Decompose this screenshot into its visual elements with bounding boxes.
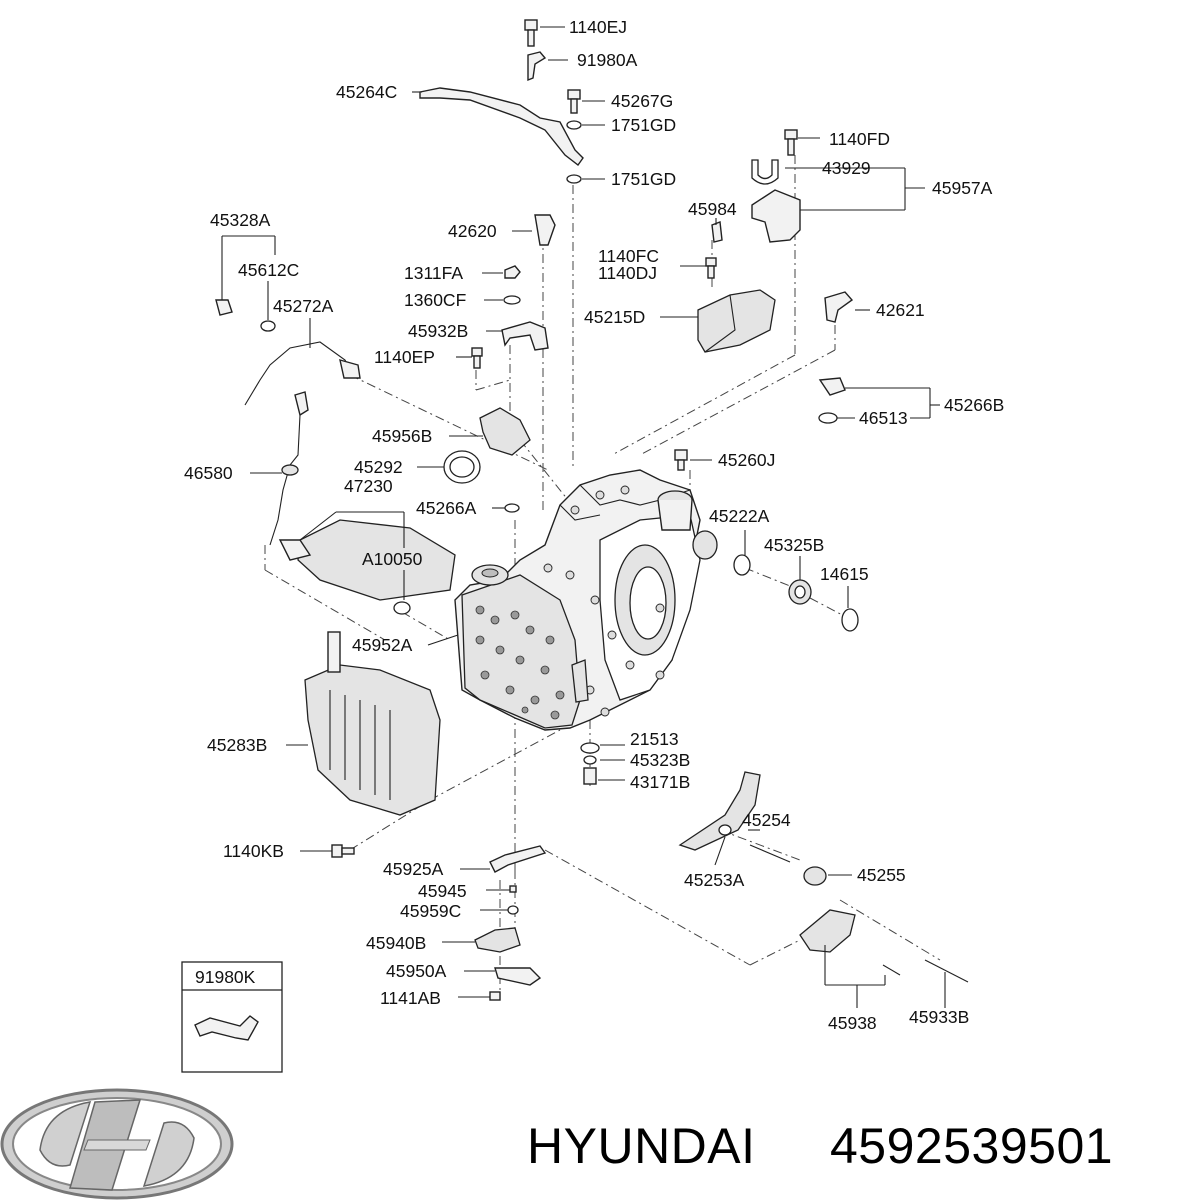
label-45254: 45254 <box>742 810 791 830</box>
footer: HYUNDAI 4592539501 <box>527 1118 1113 1174</box>
label-45272A: 45272A <box>273 296 334 316</box>
label-42620: 42620 <box>448 221 497 241</box>
inset-box: 91980K <box>181 961 283 1073</box>
label-1751GD-lower: 1751GD <box>611 169 676 189</box>
label-21513: 21513 <box>630 729 679 749</box>
transmission-case <box>454 469 718 731</box>
label-45323B: 45323B <box>630 750 690 770</box>
label-A10050: A10050 <box>362 549 423 569</box>
label-45328A: 45328A <box>210 210 271 230</box>
label-45215D: 45215D <box>584 307 645 327</box>
label-45222A: 45222A <box>709 506 770 526</box>
label-46580: 46580 <box>184 463 233 483</box>
leader-lines <box>221 26 946 1008</box>
label-1141AB: 1141AB <box>380 988 441 1008</box>
label-45612C: 45612C <box>238 260 299 280</box>
label-45253A: 45253A <box>684 870 745 890</box>
label-45945: 45945 <box>418 881 467 901</box>
label-45925A: 45925A <box>383 859 444 879</box>
label-42621: 42621 <box>876 300 925 320</box>
label-45255: 45255 <box>857 865 906 885</box>
label-45266B: 45266B <box>944 395 1004 415</box>
inset-title: 91980K <box>195 967 256 987</box>
part-shapes <box>215 19 969 1001</box>
label-45260J: 45260J <box>718 450 775 470</box>
label-1140EP: 1140EP <box>374 347 435 367</box>
label-1140FC: 1140FC <box>598 246 659 266</box>
part-number: 4592539501 <box>830 1118 1113 1174</box>
label-14615: 14615 <box>820 564 869 584</box>
label-45325B: 45325B <box>764 535 824 555</box>
label-45952A: 45952A <box>352 635 413 655</box>
label-1140KB: 1140KB <box>223 841 284 861</box>
label-1751GD-upper: 1751GD <box>611 115 676 135</box>
brand-name: HYUNDAI <box>527 1118 756 1174</box>
label-45933B: 45933B <box>909 1007 969 1027</box>
label-1140FD: 1140FD <box>829 129 890 149</box>
label-1140DJ: 1140DJ <box>598 263 657 283</box>
label-47230: 47230 <box>344 476 393 496</box>
label-43171B: 43171B <box>630 772 690 792</box>
label-45959C: 45959C <box>400 901 461 921</box>
label-46513: 46513 <box>859 408 908 428</box>
label-45267G: 45267G <box>611 91 673 111</box>
label-45266A: 45266A <box>416 498 477 518</box>
label-45283B: 45283B <box>207 735 267 755</box>
label-45264C: 45264C <box>336 82 397 102</box>
label-45940B: 45940B <box>366 933 426 953</box>
label-45957A: 45957A <box>932 178 993 198</box>
label-45984: 45984 <box>688 199 737 219</box>
label-43929: 43929 <box>822 158 871 178</box>
label-45950A: 45950A <box>386 961 447 981</box>
label-1311FA: 1311FA <box>404 263 463 283</box>
label-45292: 45292 <box>354 457 403 477</box>
label-1360CF: 1360CF <box>404 290 466 310</box>
label-1140EJ: 1140EJ <box>569 17 627 37</box>
hyundai-logo <box>0 1088 234 1200</box>
inset-bracket <box>194 1015 259 1041</box>
label-45932B: 45932B <box>408 321 468 341</box>
label-45938: 45938 <box>828 1013 877 1033</box>
part-labels: 1140EJ 91980A 45264C 45267G 1751GD 1751G… <box>184 17 1004 1033</box>
label-45956B: 45956B <box>372 426 432 446</box>
label-91980A: 91980A <box>577 50 638 70</box>
